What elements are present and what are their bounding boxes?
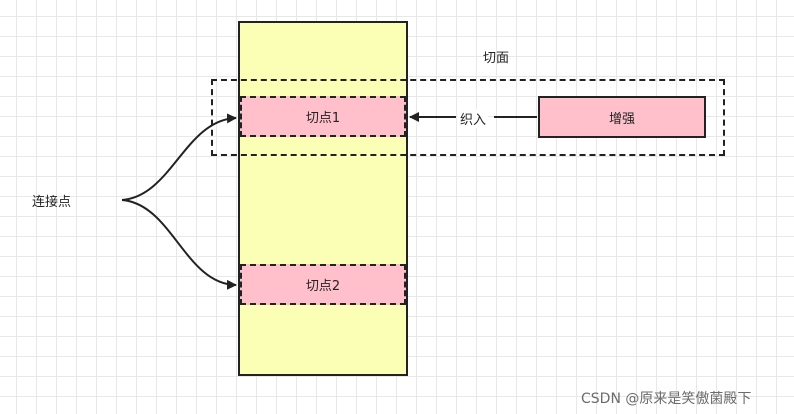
pointcut-2-label: 切点2: [305, 279, 341, 294]
join-point-arrow-1: [121, 113, 237, 201]
aspect-boundary: [211, 79, 725, 156]
pointcut-1-label: 切点1: [305, 111, 341, 126]
advice-label: 增强: [608, 111, 635, 127]
watermark: CSDN @原来是笑傲菌殿下: [581, 391, 752, 407]
advice-box: 增强: [538, 96, 706, 138]
pointcut-2-box: 切点2: [240, 264, 406, 305]
pointcut-1-box: 切点1: [240, 96, 406, 137]
join-point-arrow-2: [121, 199, 237, 290]
join-point-label: 连接点: [32, 195, 72, 210]
weave-label: 织入: [458, 109, 489, 128]
aspect-label: 切面: [483, 51, 510, 66]
